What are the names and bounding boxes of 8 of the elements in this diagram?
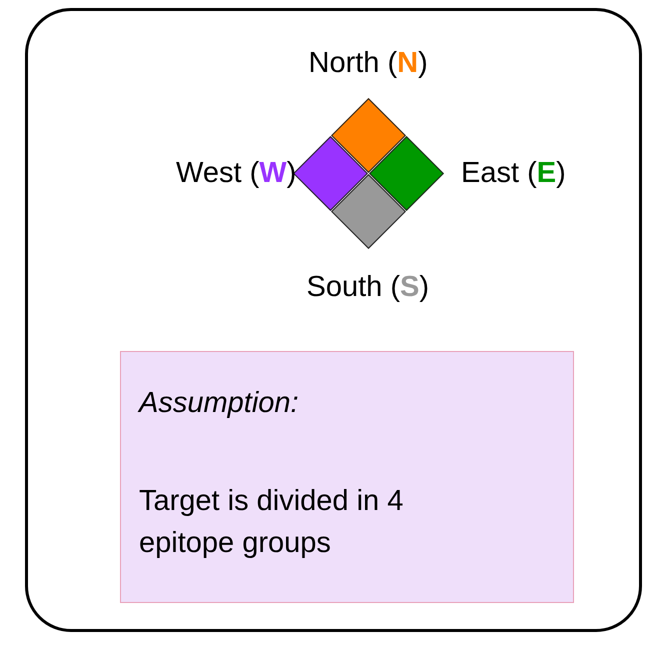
note-box xyxy=(120,351,574,603)
note-text: Target is divided in 4 epitope groups xyxy=(139,484,404,562)
direction-label: South (S) xyxy=(306,270,430,304)
direction-label: West (W) xyxy=(176,156,296,190)
direction-label: North (N) xyxy=(308,46,428,80)
note-heading: Assumption: xyxy=(139,386,300,421)
direction-label: East (E) xyxy=(461,156,566,190)
frame-box xyxy=(25,8,642,632)
